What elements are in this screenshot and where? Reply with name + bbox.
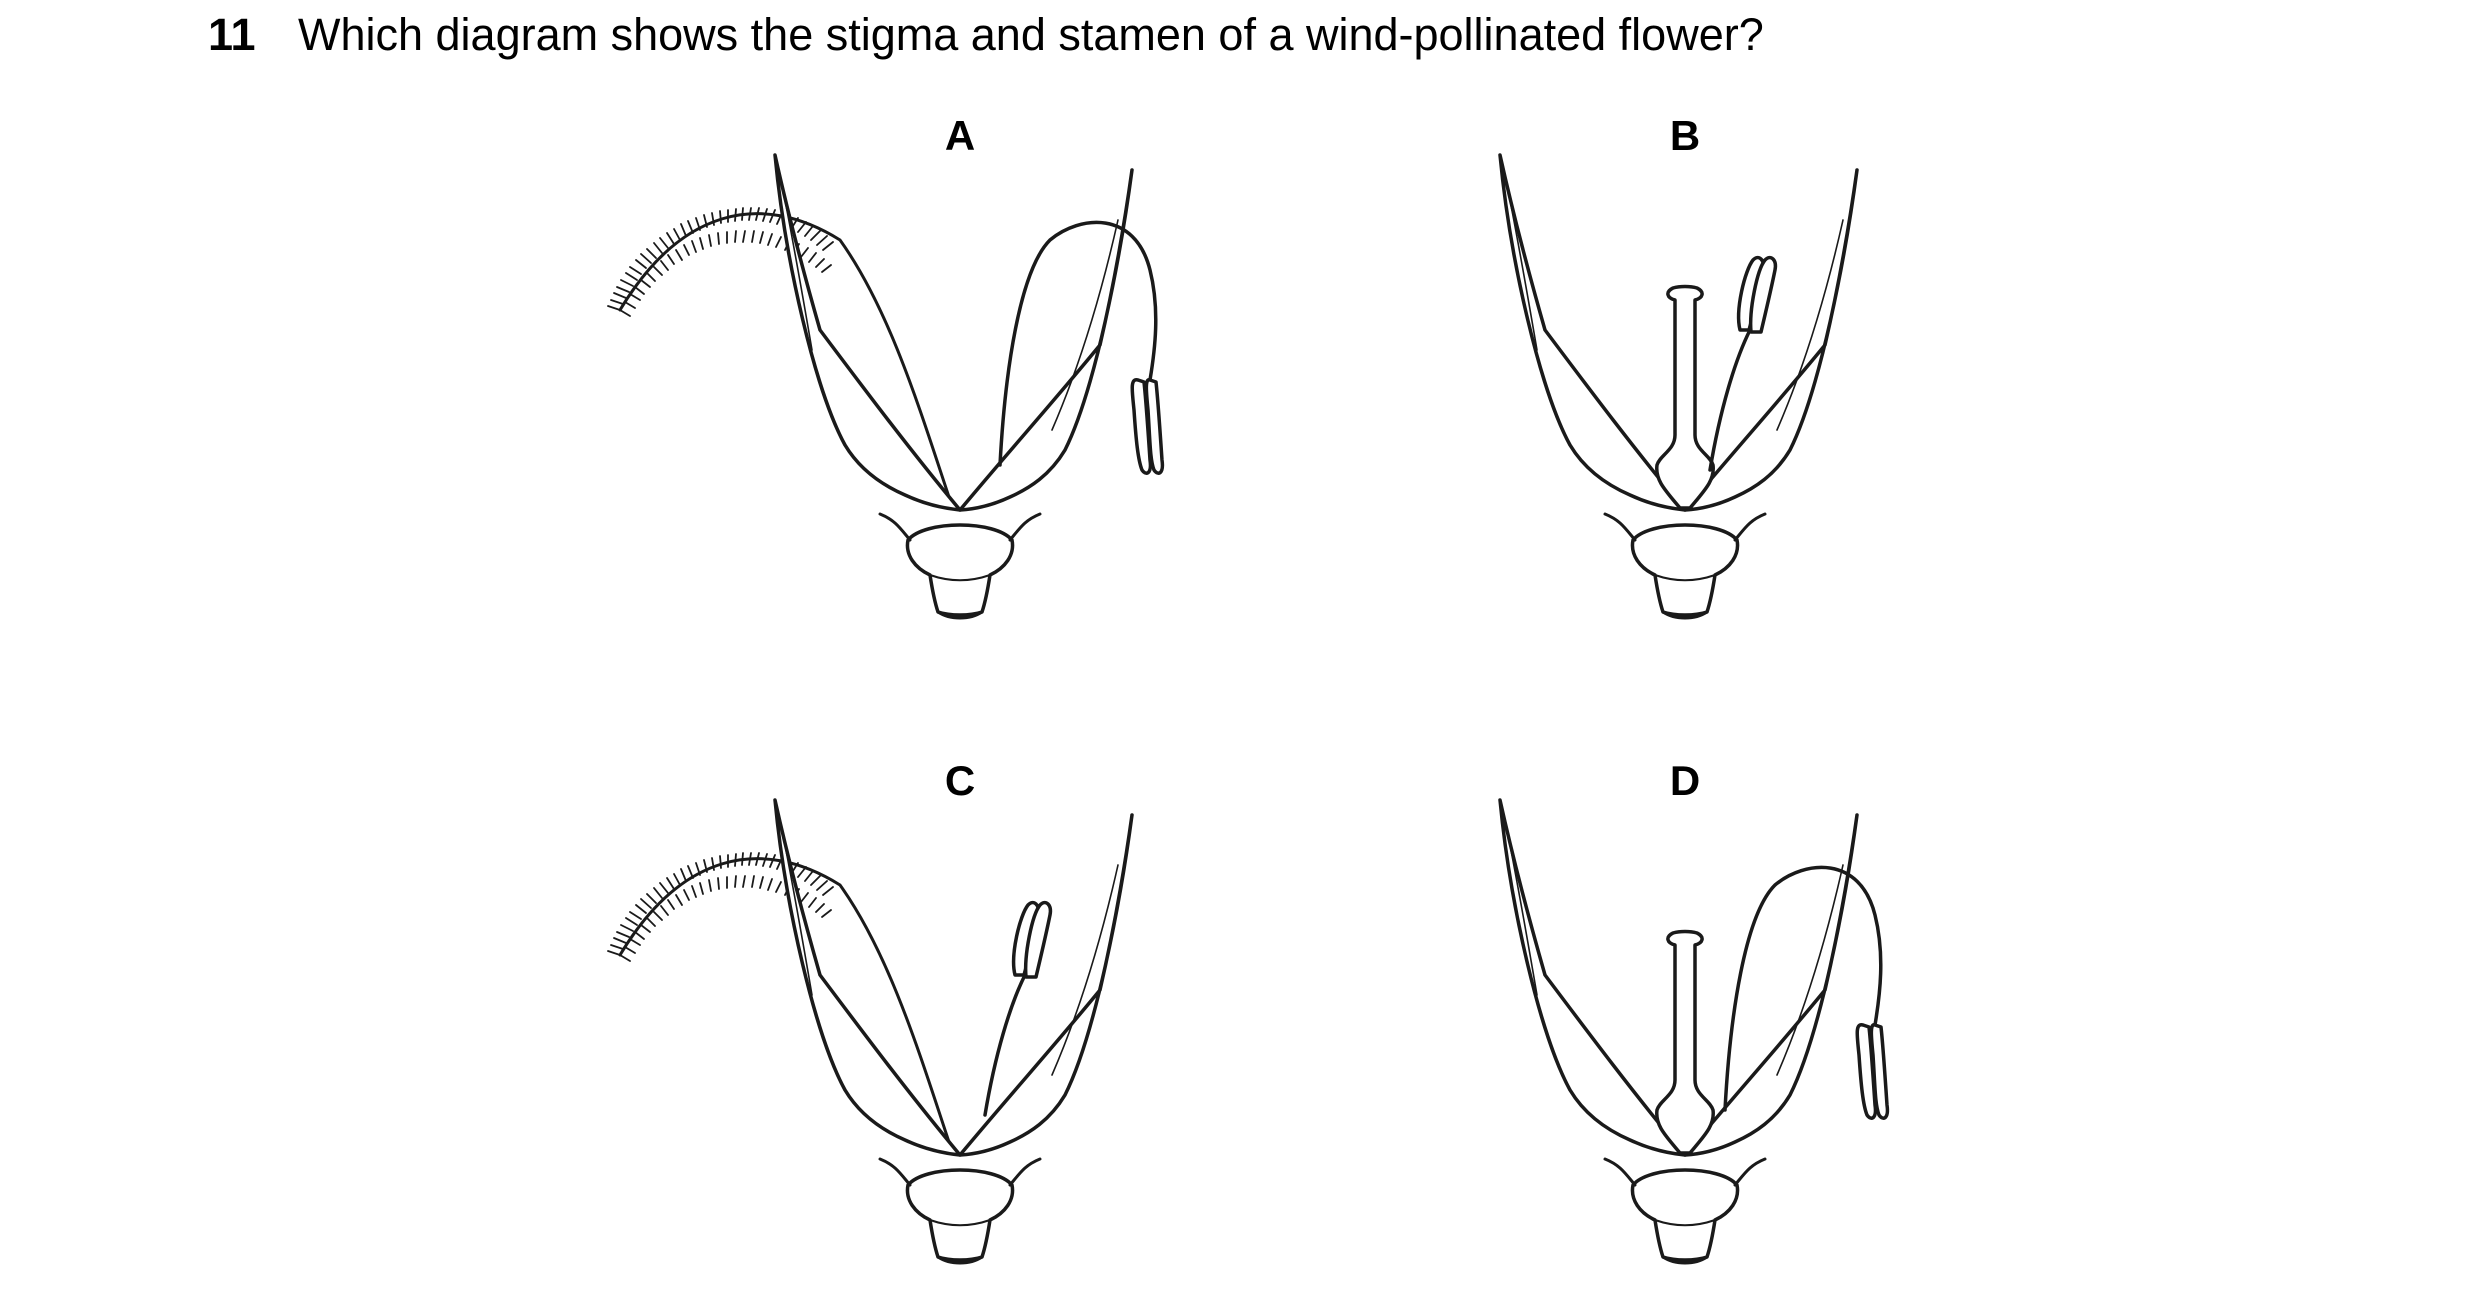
option-d[interactable]: D [1498, 757, 1890, 1265]
knob-stigma-icon [1654, 284, 1716, 510]
option-b[interactable]: B [1498, 112, 1859, 620]
question-number: 11 [208, 9, 256, 60]
question-text: Which diagram shows the stigma and stame… [298, 9, 1764, 60]
knob-stigma-icon [1654, 929, 1716, 1155]
option-label-d: D [1670, 757, 1700, 804]
option-a[interactable]: A [606, 112, 1165, 620]
question-line: 11 Which diagram shows the stigma and st… [208, 0, 1764, 70]
flower-icon [773, 798, 1134, 1265]
option-label-c: C [945, 757, 975, 804]
option-label-b: B [1670, 112, 1700, 159]
option-label-a: A [945, 112, 975, 159]
option-c[interactable]: C [606, 757, 1134, 1265]
